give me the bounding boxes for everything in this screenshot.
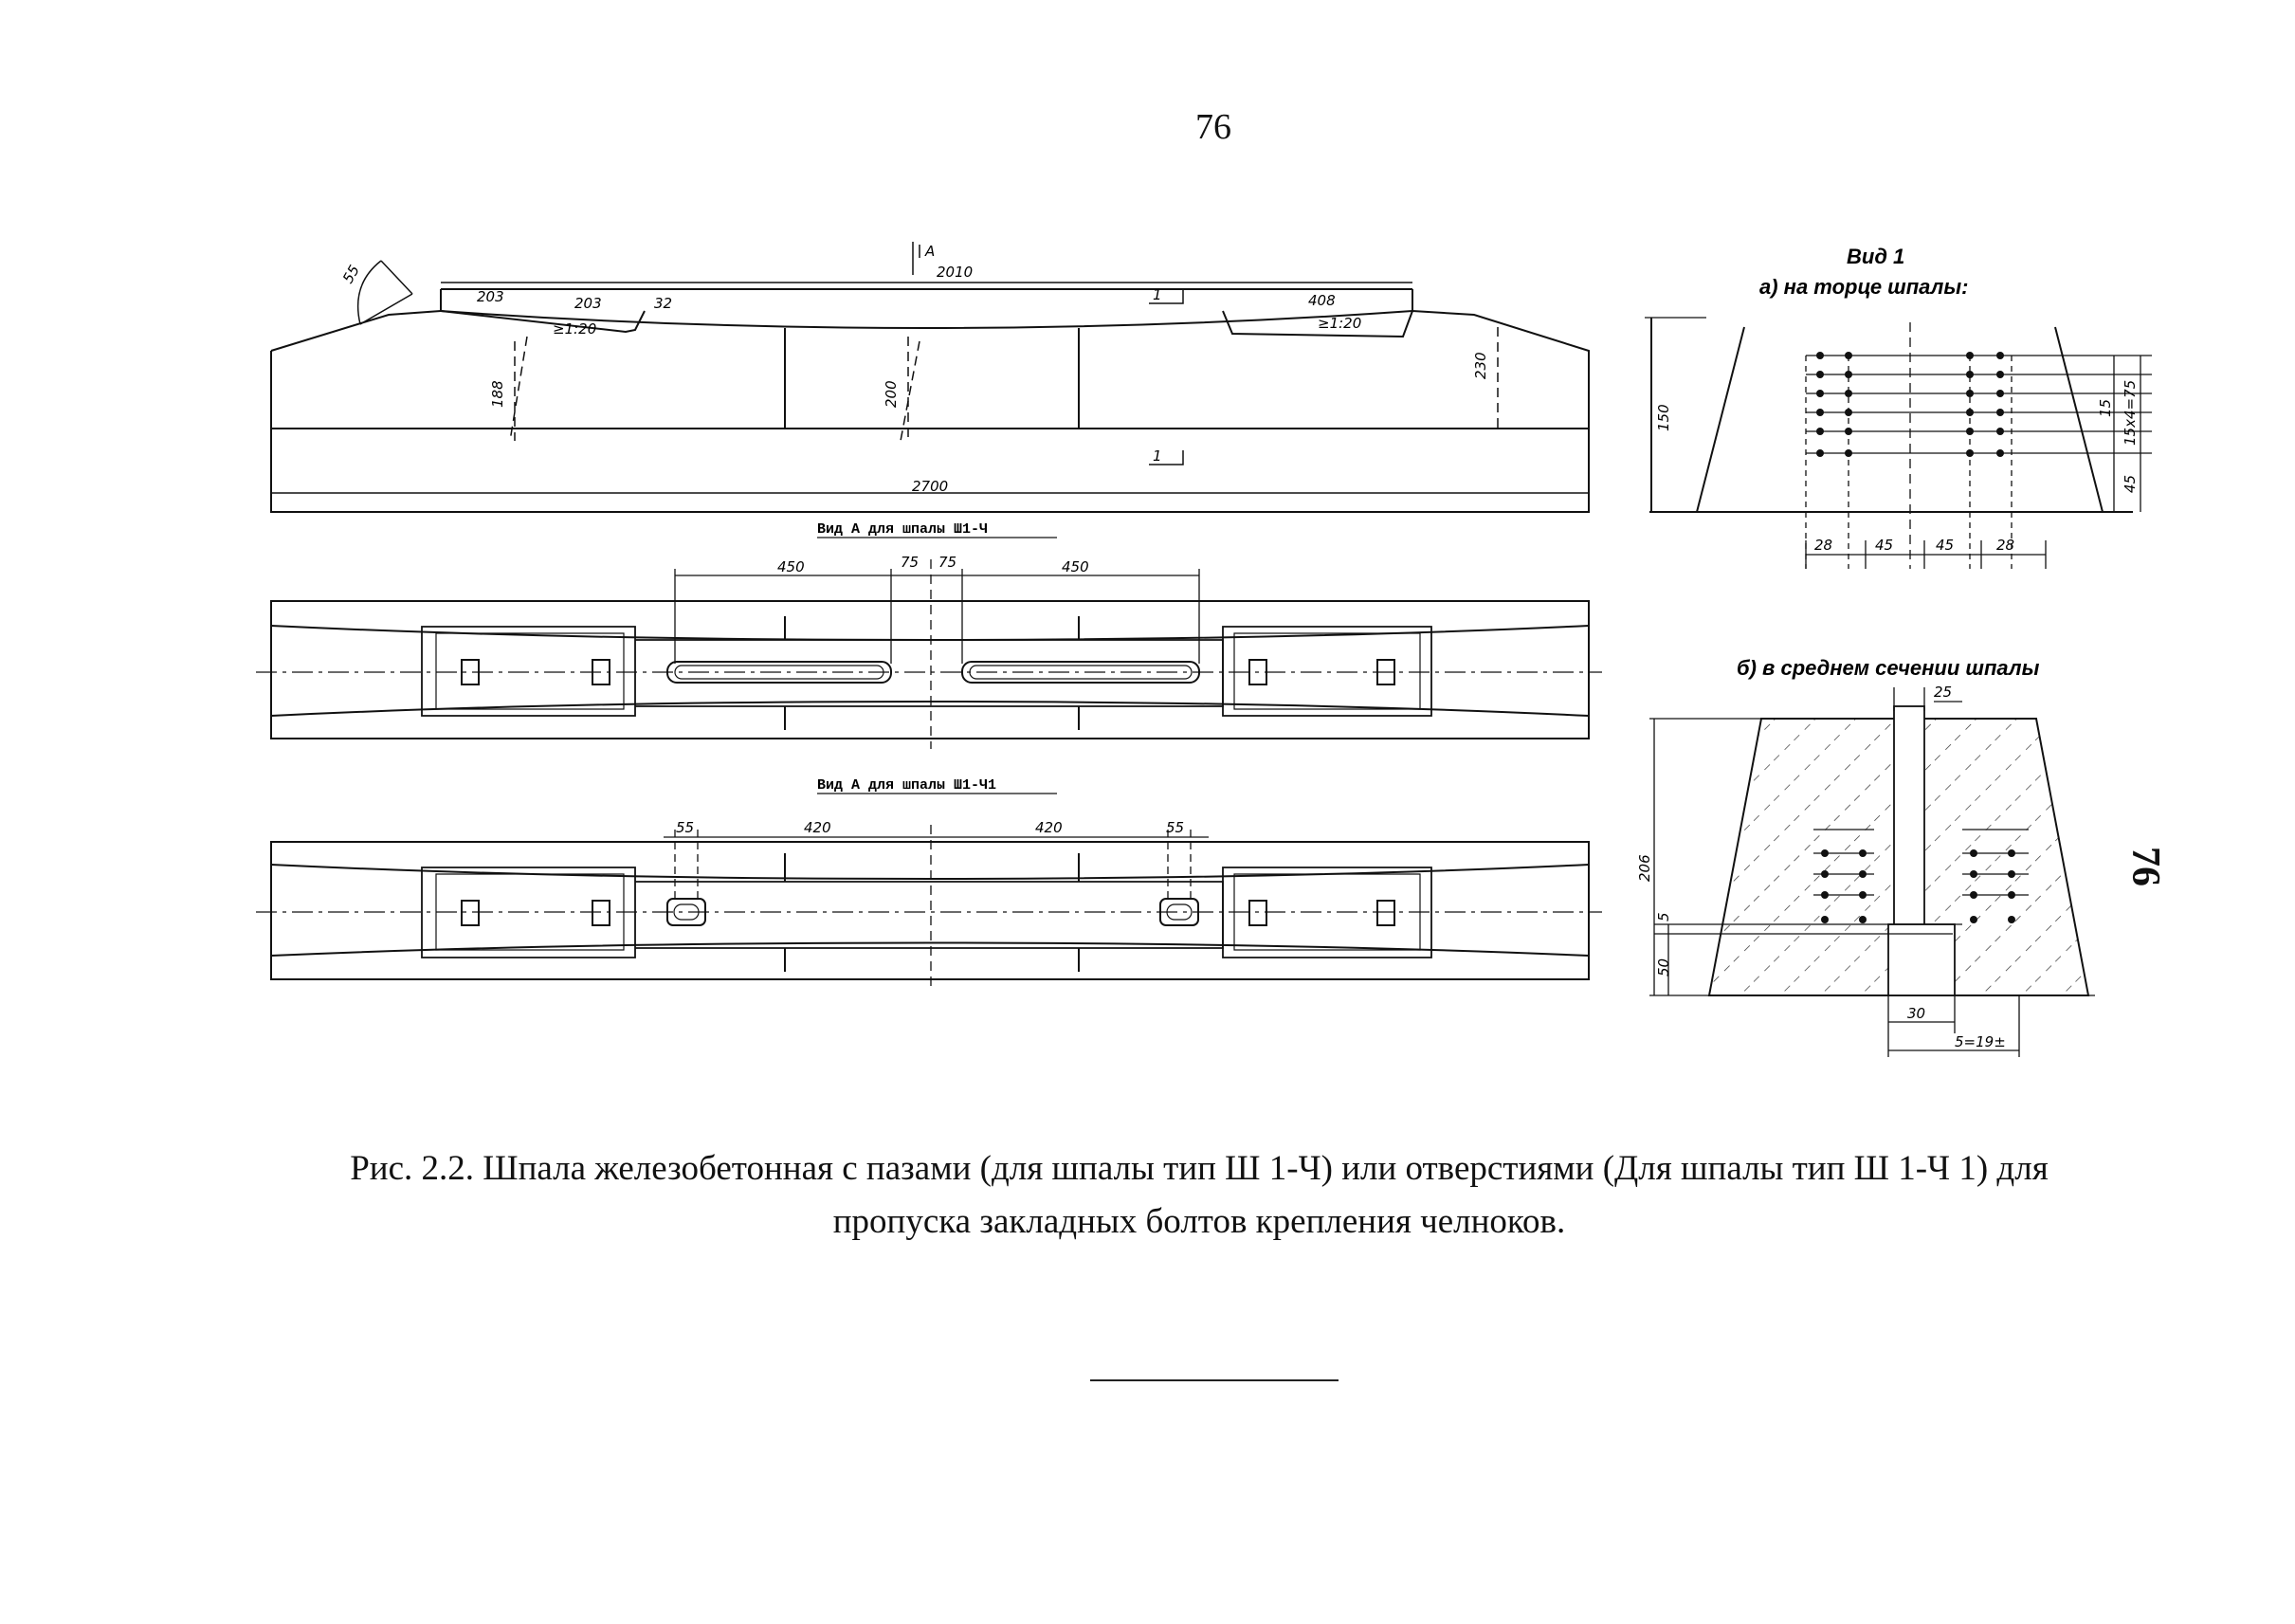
page-number: 76 [1195,107,1231,147]
view-a1-dim-450-left: 450 [777,558,805,575]
end-dim-15: 15 [2097,399,2114,417]
view-a1-dim-75-right: 75 [938,554,956,571]
mid-dim-5: 5 [1655,912,1672,921]
view-a2-dim-420-left: 420 [804,819,831,836]
view-a2-title: Вид А для шпалы Ш1-Ч1 [817,777,996,794]
slope-right-label: ≥1:20 [1318,315,1361,332]
end-dim-45-vertical: 45 [2122,475,2139,493]
height-230: 230 [1472,352,1489,379]
footer-rule [1090,1379,1339,1381]
mid-dim-30: 30 [1907,1005,1925,1022]
mid-height-206: 206 [1636,854,1653,882]
total-length-2700: 2700 [912,478,948,495]
dim-55-chamfer: 55 [339,262,363,286]
end-dim-28-left: 28 [1814,537,1832,554]
mid-section-hatched [1707,705,2090,996]
view-a2-dim-55-right: 55 [1166,819,1184,836]
section-a-label: A [924,243,935,260]
view-a2-dim-420-right: 420 [1035,819,1063,836]
slope-left-label: ≥1:20 [553,320,596,338]
dim-203-b: 203 [574,295,602,312]
view1-subtitle-b: б) в среднем сечении шпалы [1737,656,2040,680]
view-a1-plan [270,600,1590,739]
mid-dim-bottom: 5=19± [1955,1033,2006,1050]
view-a2-plan [270,841,1590,980]
end-dim-15x4: 15x4=75 [2122,380,2139,446]
section-1-top: 1 [1153,286,1162,303]
height-188: 188 [489,380,506,408]
caption-line-2: пропуска закладных болтов крепления челн… [832,1202,1566,1241]
height-200: 200 [883,380,900,408]
section-1-bottom: 1 [1153,447,1162,465]
dim-32: 32 [654,295,672,312]
end-dim-28-right: 28 [1996,537,2014,554]
mid-dim-25: 25 [1934,684,1952,701]
sleeper-elevation [270,260,1590,513]
dim-203-a: 203 [477,288,504,305]
view1-title: Вид 1 [1847,245,1904,268]
view-a1-dim-450-right: 450 [1062,558,1089,575]
end-height-150: 150 [1655,404,1672,431]
length-2010-label: 2010 [937,264,973,281]
mid-dim-50: 50 [1655,958,1672,976]
view-a1-dim-75-left: 75 [901,554,919,571]
view-a1-title: Вид А для шпалы Ш1-Ч [817,521,988,538]
dim-408: 408 [1308,292,1336,309]
view1-subtitle-a: а) на торце шпалы: [1759,275,1968,299]
end-dim-45-left: 45 [1875,537,1893,554]
figure-caption: Рис. 2.2. Шпала железобетонная с пазами … [237,1142,2161,1249]
caption-line-1: Рис. 2.2. Шпала железобетонная с пазами … [350,1149,2049,1188]
end-face-section [1649,318,2133,513]
view-a2-dim-55-left: 55 [676,819,694,836]
end-dim-45-right: 45 [1936,537,1954,554]
